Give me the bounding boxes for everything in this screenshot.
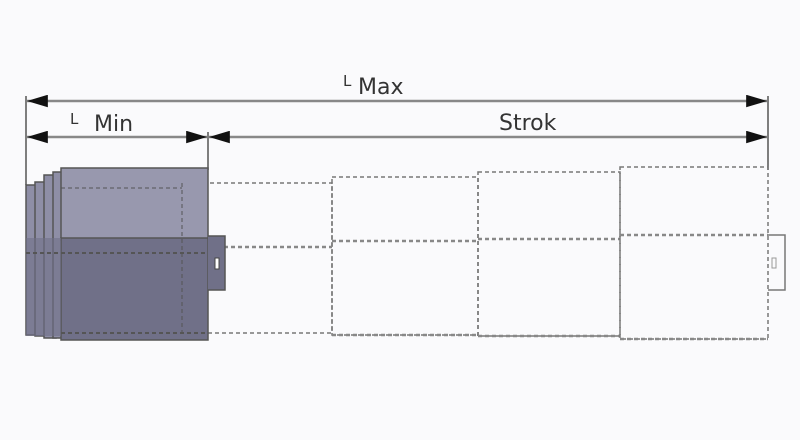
l-max-label: Max [358,75,403,100]
l-min-prefix: L [70,110,79,128]
l-max-prefix: L [343,72,352,90]
extended-bellows-outline [181,166,786,341]
l-min-label: Min [94,112,133,137]
stroke-label: Strok [499,111,557,136]
compressed-bellows [25,167,226,341]
